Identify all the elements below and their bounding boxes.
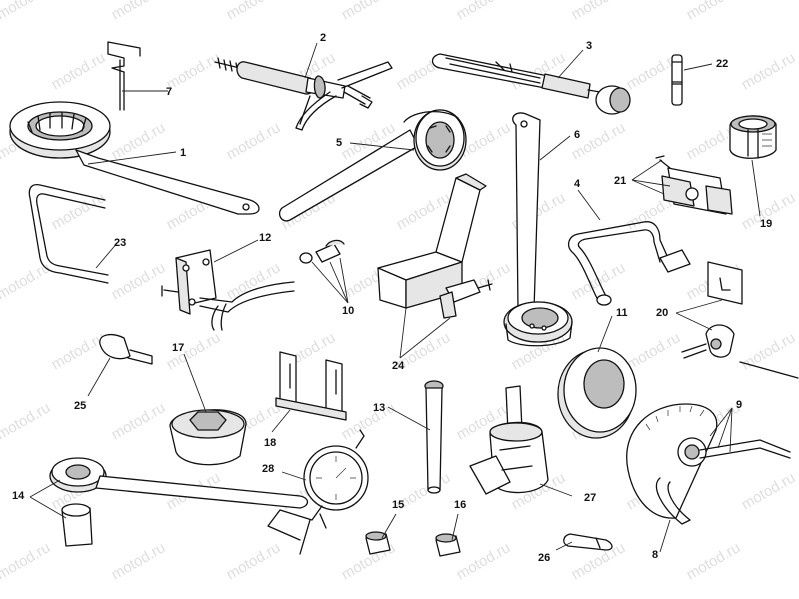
label-14: 14 <box>12 490 25 502</box>
tool-11-adaptor-ring <box>557 347 637 439</box>
tool-7-l-pin <box>107 41 141 111</box>
tool-17-octagon-socket <box>169 409 247 466</box>
watermark-text: motod.ru <box>739 49 799 93</box>
label-13: 13 <box>373 402 385 414</box>
label-10: 10 <box>342 305 354 317</box>
label-8: 8 <box>652 549 658 561</box>
leader-lines <box>29 42 761 553</box>
watermark-text: motod.ru <box>569 0 629 23</box>
tool-20-plate <box>681 261 799 379</box>
watermark-text: motod.ru <box>109 399 169 443</box>
watermark-text: motod.ru <box>49 49 109 93</box>
tool-1-ring-nut-wrench <box>9 101 260 215</box>
tool-28-dial-gauge <box>267 429 369 555</box>
tool-5-ring-spanner <box>278 109 467 222</box>
watermark-text: motod.ru <box>49 329 109 373</box>
label-11: 11 <box>616 307 628 319</box>
tool-19-split-collar <box>729 115 777 159</box>
label-6: 6 <box>574 129 580 141</box>
label-25: 25 <box>74 400 86 412</box>
tool-3-socket-holder <box>431 53 631 115</box>
tool-22-pin <box>671 54 683 106</box>
tool-4-cranked-bar <box>567 221 691 306</box>
watermark-text: motod.ru <box>0 399 53 443</box>
label-26: 26 <box>538 552 550 564</box>
watermark-text: motod.ru <box>109 259 169 303</box>
label-3: 3 <box>586 40 592 52</box>
label-27: 27 <box>584 492 596 504</box>
tool-24-box <box>377 173 493 319</box>
label-2: 2 <box>320 32 326 44</box>
label-9: 9 <box>736 399 742 411</box>
watermark-text: motod.ru <box>624 329 684 373</box>
watermark-text: motod.ru <box>224 539 284 583</box>
watermark-text: motod.ru <box>339 0 399 23</box>
tool-6-long-lever <box>503 112 573 347</box>
watermark-text: motod.ru <box>684 539 744 583</box>
tool-9-degree-wheel <box>626 403 791 525</box>
tool-16-plug <box>435 533 461 557</box>
label-22: 22 <box>716 58 728 70</box>
watermark-text: motod.ru <box>224 259 284 303</box>
tool-12-puller-fork <box>161 249 295 331</box>
watermark-text: motod.ru <box>109 539 169 583</box>
tool-23-bent-rod <box>28 184 109 284</box>
tool-14-ring-nut-spanner <box>49 457 309 547</box>
label-12: 12 <box>259 232 271 244</box>
label-24: 24 <box>392 360 405 372</box>
label-17: 17 <box>172 342 184 354</box>
label-28: 28 <box>262 463 274 475</box>
watermark-text: motod.ru <box>454 0 514 23</box>
tool-13-pin-punch <box>424 380 444 494</box>
watermark-text: motod.ru <box>49 189 109 233</box>
watermark-text: motod.ru <box>339 399 399 443</box>
label-23: 23 <box>114 237 126 249</box>
watermark-text: motod.ru <box>739 329 799 373</box>
watermark-text: motod.ru <box>569 119 629 163</box>
tool-2-puller <box>214 57 393 131</box>
watermark-text: motod.ru <box>224 119 284 163</box>
watermark-text: motod.ru <box>684 0 744 23</box>
label-15: 15 <box>392 499 404 511</box>
label-7: 7 <box>166 86 172 98</box>
tool-27-crank-tool <box>469 385 549 495</box>
tool-10-clips <box>299 239 345 264</box>
callout-numbers: 1 2 3 4 5 6 7 8 9 10 11 12 13 14 15 16 1… <box>12 32 772 564</box>
label-5: 5 <box>336 137 342 149</box>
label-21: 21 <box>614 175 626 187</box>
tool-18-u-bracket <box>275 351 347 421</box>
label-20: 20 <box>656 307 668 319</box>
watermark-text: motod.ru <box>739 469 799 513</box>
watermark-text: motod.ru <box>224 0 284 23</box>
watermark-text: motod.ru <box>164 49 224 93</box>
watermark-text: motod.ru <box>109 0 169 23</box>
label-19: 19 <box>760 218 772 230</box>
label-18: 18 <box>264 437 276 449</box>
label-16: 16 <box>454 499 466 511</box>
watermark-text: motod.ru <box>0 539 53 583</box>
watermark-text: motod.ru <box>0 0 53 23</box>
tool-25-small-puller <box>99 333 153 365</box>
tool-26-drift <box>563 533 613 551</box>
label-4: 4 <box>574 178 581 190</box>
tool-15-plug <box>365 531 391 555</box>
watermark-text: motod.ru <box>454 539 514 583</box>
label-1: 1 <box>180 147 186 159</box>
watermark-text: motod.ru <box>0 259 53 303</box>
tool-21-plate <box>655 155 733 215</box>
